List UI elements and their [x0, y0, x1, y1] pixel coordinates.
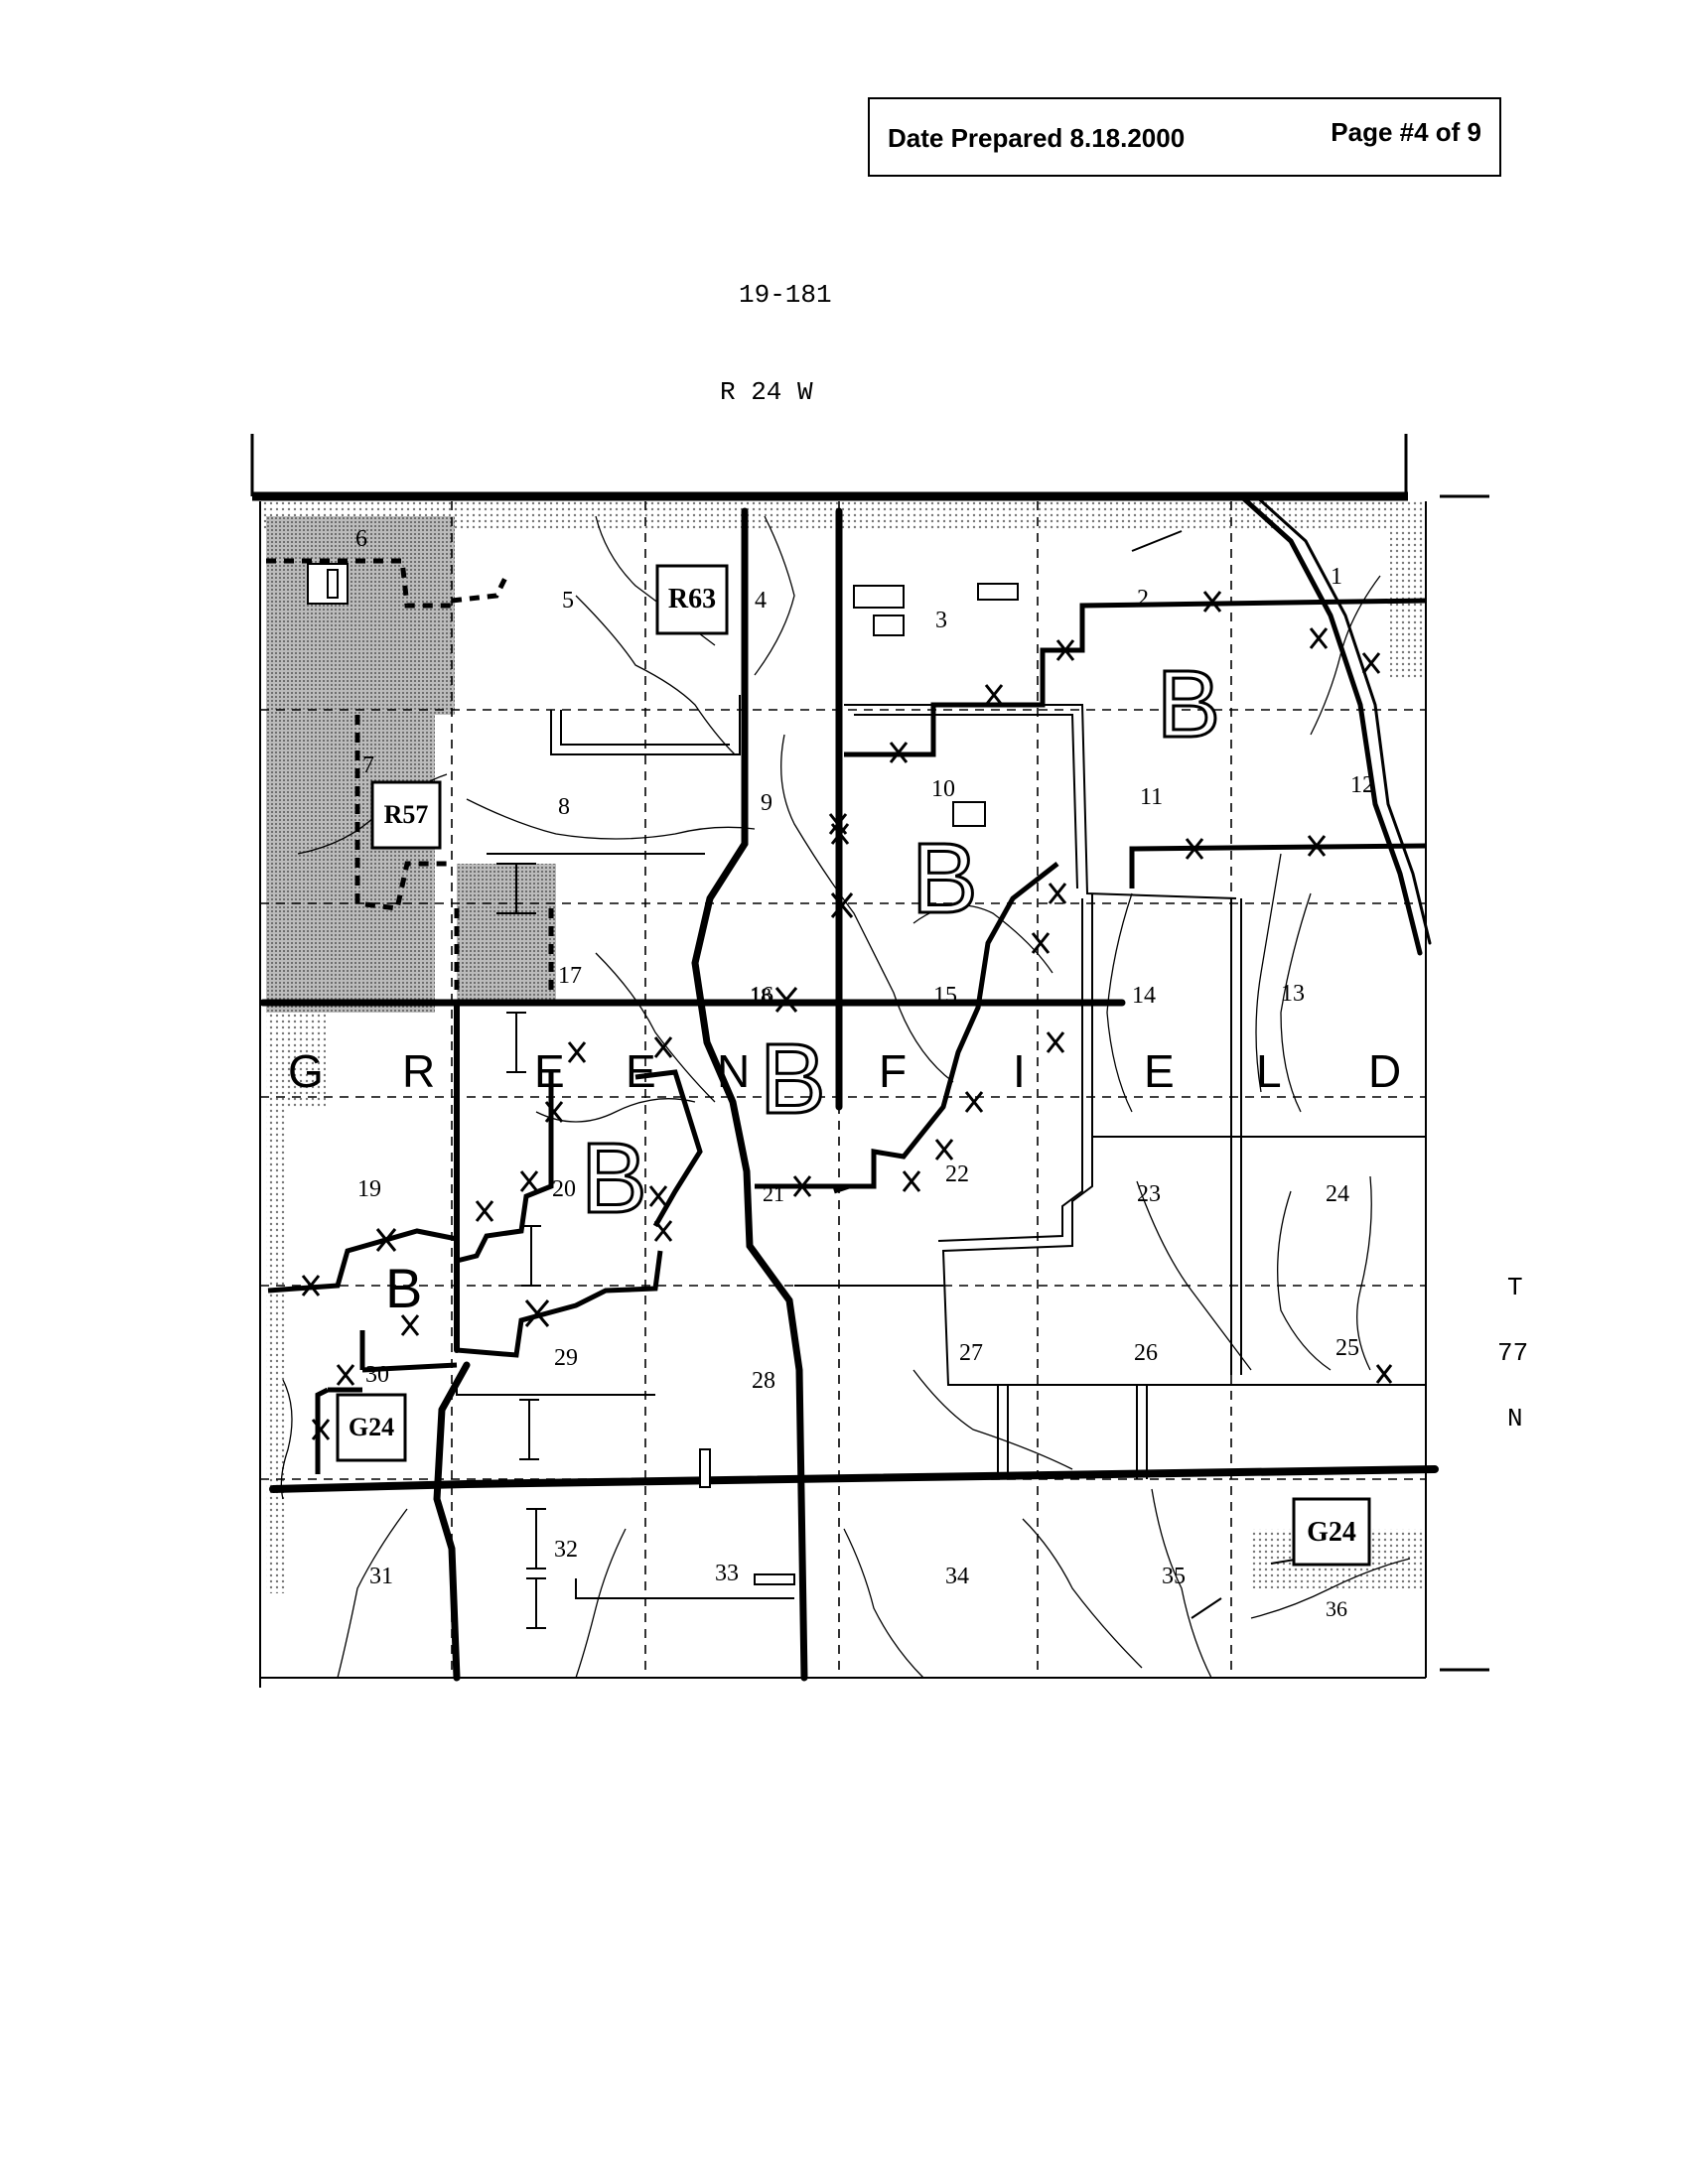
section-number: 30: [365, 1362, 389, 1388]
township-n: N: [1507, 1404, 1523, 1433]
route-shield-g24-west: [336, 1393, 407, 1462]
township-letter-i: I: [1013, 1045, 1026, 1097]
route-shields: [336, 564, 1371, 1567]
section-number: 18: [750, 983, 772, 1008]
section-number: 35: [1162, 1564, 1186, 1589]
route-shield-r63: [655, 564, 729, 635]
township-t: T: [1507, 1273, 1523, 1302]
township-letter-e1: E: [534, 1045, 565, 1097]
zone-boundaries: [267, 598, 1427, 1474]
township-letter-n: N: [717, 1045, 751, 1097]
route-label-g24-west: G24: [348, 1413, 395, 1441]
section-number: 27: [959, 1340, 983, 1366]
section-number: 17: [558, 963, 582, 989]
township-number: 77: [1497, 1338, 1529, 1368]
range-label: R 24 W: [720, 377, 813, 407]
section-number: 11: [1140, 784, 1164, 810]
streams: [280, 515, 1411, 1679]
section-number: 10: [931, 776, 955, 802]
shaded-areas: [260, 501, 1427, 1593]
route-shield-r57: [370, 780, 442, 850]
section-number: 4: [755, 588, 767, 614]
map-id: 19-181: [739, 280, 832, 310]
township-letter-l: L: [1256, 1045, 1282, 1097]
section-number: 13: [1281, 981, 1305, 1007]
section-number: 25: [1335, 1335, 1359, 1361]
section-number: 19: [357, 1176, 381, 1202]
township-letter-g: G: [288, 1045, 324, 1097]
township-letter-d: D: [1368, 1045, 1402, 1097]
section-number: 29: [554, 1345, 578, 1371]
route-shield-g24-east: [1292, 1497, 1371, 1567]
section-number: 14: [1132, 983, 1156, 1009]
zone-label-b-northeast: B: [1155, 650, 1221, 759]
section-number: 31: [369, 1564, 393, 1589]
dashed-boundaries: [266, 558, 554, 998]
section-number: 24: [1326, 1181, 1349, 1207]
section-number: 16: [750, 983, 773, 1009]
section-number: 7: [362, 752, 374, 778]
zone-label-b-small: B: [385, 1257, 423, 1319]
section-number: 6: [355, 526, 367, 552]
section-number: 26: [1134, 1340, 1158, 1366]
section-number: 1: [1331, 564, 1342, 590]
section-number: 33: [715, 1561, 739, 1586]
major-roads: [259, 493, 1439, 1682]
range-bracket: [250, 434, 1408, 496]
crossing-marks: [301, 591, 1393, 1440]
section-number: 15: [933, 983, 957, 1009]
zone-label-b-center: B: [911, 822, 980, 936]
header-box: Date Prepared 8.18.2000 Page #4 of 9: [868, 97, 1501, 177]
structure-bars: [487, 530, 1302, 1629]
section-number: 34: [945, 1564, 969, 1589]
section-number: 5: [562, 588, 574, 614]
section-number: 12: [1350, 772, 1374, 798]
section-number: 32: [554, 1537, 578, 1563]
township-letter-f: F: [879, 1045, 908, 1097]
section-number: 21: [763, 1181, 784, 1206]
route-label-r63: R63: [667, 584, 717, 614]
zone-label-b-mid: B: [759, 1023, 828, 1137]
secondary-roads: [456, 695, 1426, 1599]
section-number: 20: [552, 1176, 576, 1202]
buildings: [307, 563, 1019, 1585]
section-number: 9: [761, 790, 772, 816]
township-letter-e2: E: [626, 1045, 656, 1097]
date-prepared: Date Prepared 8.18.2000: [888, 123, 1186, 153]
section-number: 8: [558, 794, 570, 820]
route-label-r57: R57: [383, 800, 429, 829]
section-number: 28: [752, 1368, 775, 1394]
section-number: 2: [1137, 586, 1149, 612]
township-letter-e3: E: [1144, 1045, 1175, 1097]
page-number: Page #4 of 9: [1331, 117, 1481, 147]
section-number: 22: [945, 1161, 969, 1187]
route-label-g24-east: G24: [1307, 1517, 1356, 1548]
section-number: 3: [935, 608, 947, 633]
section-number: 23: [1137, 1181, 1161, 1207]
section-number: 36: [1326, 1596, 1347, 1621]
township-letter-r: R: [402, 1045, 436, 1097]
zone-label-b-west: B: [580, 1122, 649, 1236]
